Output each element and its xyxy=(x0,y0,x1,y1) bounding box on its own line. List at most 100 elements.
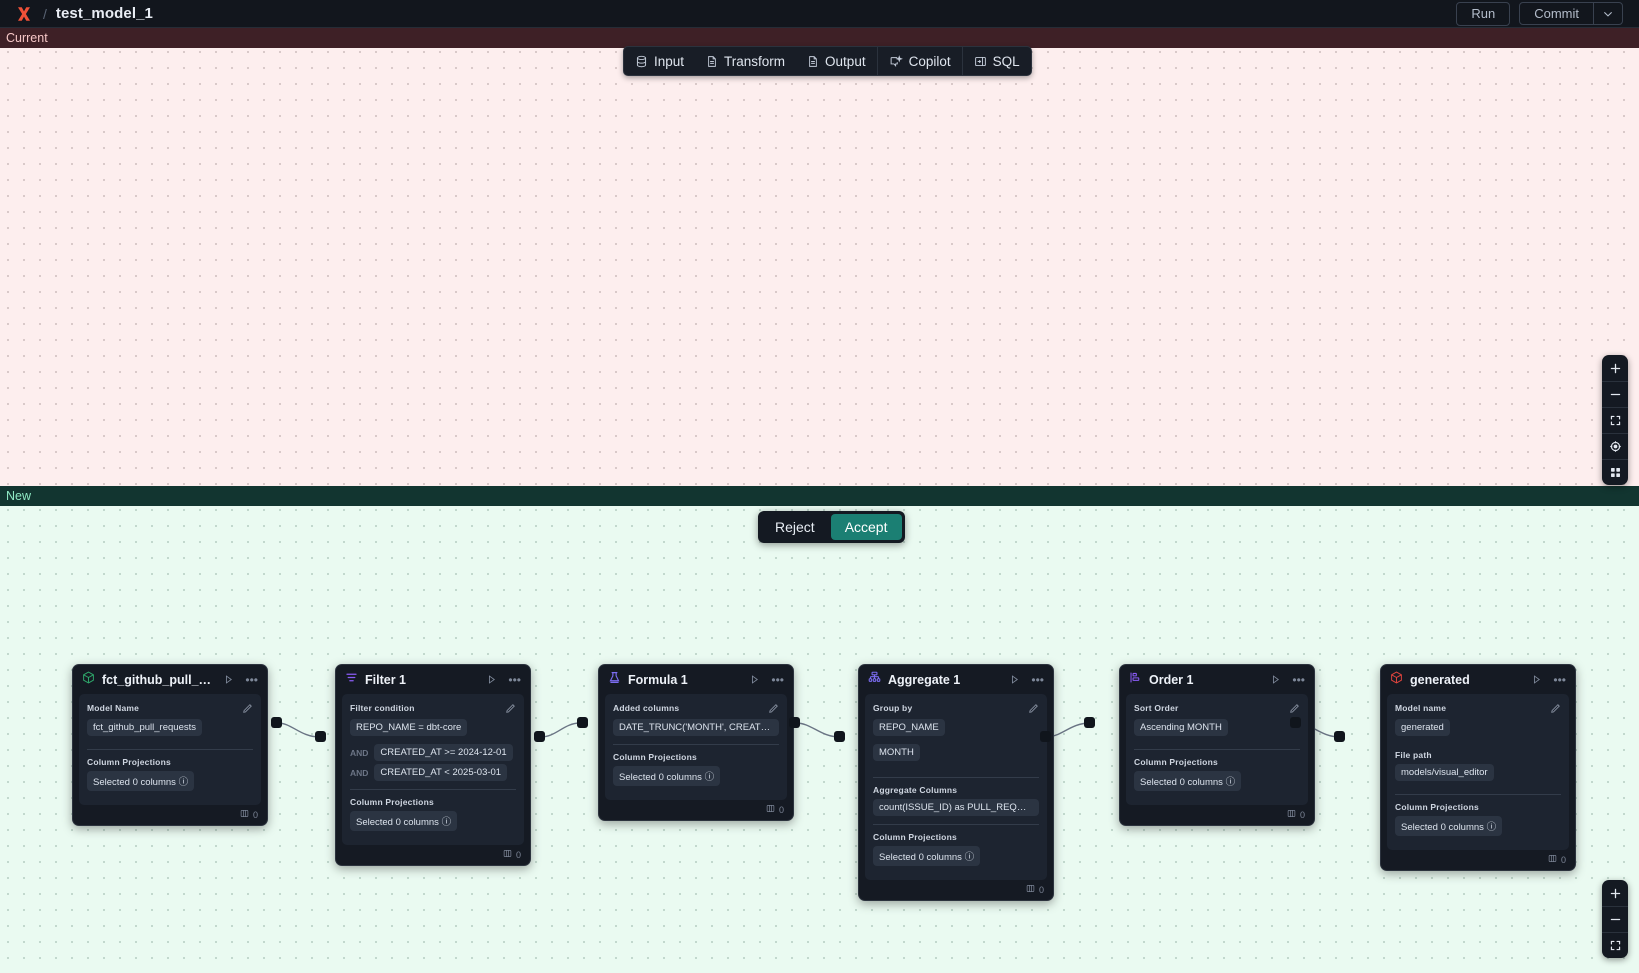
filter-condition-value[interactable]: CREATED_AT < 2025-03-01 xyxy=(374,764,508,781)
commit-split-button[interactable]: Commit xyxy=(1519,2,1623,25)
run-button[interactable]: Run xyxy=(1456,1,1511,26)
field-value: Selected 0 columns xyxy=(879,852,962,863)
zoom-out-button[interactable] xyxy=(1602,906,1628,932)
column-projections-value[interactable]: Selected 0 columns ⓘ xyxy=(350,811,458,831)
fit-to-screen-button[interactable] xyxy=(1602,407,1628,433)
more-horizontal-icon[interactable]: ••• xyxy=(1292,672,1305,687)
accept-button[interactable]: Accept xyxy=(830,514,902,540)
row-count: 0 xyxy=(1560,854,1566,865)
reject-button[interactable]: Reject xyxy=(775,519,815,535)
field-label: Column Projections xyxy=(87,757,171,767)
toolbar-item-sql[interactable]: SQL xyxy=(963,47,1031,75)
toolbar-item-output[interactable]: Output xyxy=(796,47,877,75)
more-horizontal-icon[interactable]: ••• xyxy=(771,672,784,687)
recenter-button[interactable] xyxy=(1602,433,1628,459)
node-card-formula-1[interactable]: Formula 1 ••• Added columns DATE_TRUNC('… xyxy=(598,664,794,821)
field-label: Column Projections xyxy=(350,797,434,807)
file-path-value[interactable]: models/visual_editor xyxy=(1395,764,1494,781)
model-name-value[interactable]: generated xyxy=(1395,719,1450,736)
field-value[interactable]: fct_github_pull_requests xyxy=(87,719,202,736)
info-icon[interactable]: ⓘ xyxy=(441,817,452,828)
breadcrumb-separator: / xyxy=(43,5,47,22)
new-canvas-pane[interactable]: New fct_github_pull_requests xyxy=(0,486,1639,973)
field-label: Model Name xyxy=(87,703,140,713)
node-card-order-1[interactable]: Order 1 ••• Sort Order Ascending MONTH C… xyxy=(1119,664,1315,826)
pencil-icon[interactable] xyxy=(242,701,253,719)
node-card-generated[interactable]: generated ••• Model name generated File … xyxy=(1380,664,1576,871)
node-port[interactable] xyxy=(271,717,282,728)
node-port[interactable] xyxy=(577,717,588,728)
more-horizontal-icon[interactable]: ••• xyxy=(1553,672,1566,687)
database-icon xyxy=(635,55,648,68)
row-count: 0 xyxy=(1299,809,1305,820)
info-icon[interactable]: ⓘ xyxy=(964,852,975,863)
fit-to-screen-button[interactable] xyxy=(1602,932,1628,958)
column-projections-value[interactable]: Selected 0 columns ⓘ xyxy=(873,846,981,866)
pencil-icon[interactable] xyxy=(768,701,779,719)
filter-condition-value[interactable]: CREATED_AT >= 2024-12-01 xyxy=(374,744,513,761)
toggle-grid-button[interactable] xyxy=(1602,459,1628,485)
node-port[interactable] xyxy=(1084,717,1095,728)
more-horizontal-icon[interactable]: ••• xyxy=(508,672,521,687)
more-horizontal-icon[interactable]: ••• xyxy=(1031,672,1044,687)
pencil-icon[interactable] xyxy=(505,701,516,719)
info-icon[interactable]: ⓘ xyxy=(1486,822,1497,833)
sql-panel-icon xyxy=(974,55,987,68)
more-horizontal-icon[interactable]: ••• xyxy=(245,672,258,687)
node-port[interactable] xyxy=(1290,717,1301,728)
node-header: Formula 1 ••• xyxy=(599,665,793,694)
play-icon[interactable] xyxy=(1007,674,1022,685)
play-icon[interactable] xyxy=(221,674,236,685)
node-body: Sort Order Ascending MONTH Column Projec… xyxy=(1126,694,1308,805)
pencil-icon[interactable] xyxy=(1550,701,1561,719)
filter-condition-value[interactable]: REPO_NAME = dbt-core xyxy=(350,719,468,736)
node-port[interactable] xyxy=(789,717,800,728)
group-by-value[interactable]: REPO_NAME xyxy=(873,719,945,736)
field-label: Filter condition xyxy=(350,703,415,713)
column-projections-value[interactable]: Selected 0 columns ⓘ xyxy=(1395,816,1503,836)
play-icon[interactable] xyxy=(747,674,762,685)
info-icon[interactable]: ⓘ xyxy=(704,772,715,783)
node-title: generated xyxy=(1410,672,1470,687)
node-card-fct-github-pull-requests[interactable]: fct_github_pull_requests ••• Model Name … xyxy=(72,664,268,826)
node-port[interactable] xyxy=(1334,731,1345,742)
sort-order-value[interactable]: Ascending MONTH xyxy=(1134,719,1228,736)
node-card-filter-1[interactable]: Filter 1 ••• Filter condition REPO_NAME … xyxy=(335,664,531,866)
node-port[interactable] xyxy=(534,731,545,742)
node-card-aggregate-1[interactable]: Aggregate 1 ••• Group by REPO_NAME MONTH… xyxy=(858,664,1054,901)
play-icon[interactable] xyxy=(1529,674,1544,685)
toolbar-divider xyxy=(876,47,878,75)
zoom-in-button[interactable] xyxy=(1602,355,1628,381)
field-label: Model name xyxy=(1395,703,1447,713)
brand-x-logo-icon[interactable] xyxy=(14,4,34,24)
zoom-out-button[interactable] xyxy=(1602,381,1628,407)
toolbar-item-input[interactable]: Input xyxy=(624,47,695,75)
group-by-value[interactable]: MONTH xyxy=(873,744,920,761)
node-header: fct_github_pull_requests ••• xyxy=(73,665,267,694)
play-icon[interactable] xyxy=(1268,674,1283,685)
node-port[interactable] xyxy=(1040,731,1051,742)
toolbar-item-transform[interactable]: Transform xyxy=(695,47,796,75)
node-port[interactable] xyxy=(834,731,845,742)
field-value[interactable]: DATE_TRUNC('MONTH', CREATED_AT... xyxy=(613,719,779,736)
zoom-in-button[interactable] xyxy=(1602,880,1628,906)
play-icon[interactable] xyxy=(484,674,499,685)
node-port[interactable] xyxy=(315,731,326,742)
chevron-down-icon[interactable] xyxy=(1594,3,1622,24)
columns-icon xyxy=(1287,809,1296,820)
column-projections-value[interactable]: Selected 0 columns ⓘ xyxy=(1134,771,1242,791)
pencil-icon[interactable] xyxy=(1289,701,1300,719)
toolbar-item-copilot[interactable]: Copilot xyxy=(878,47,962,75)
toolbar-divider xyxy=(961,47,963,75)
column-projections-value[interactable]: Selected 0 columns ⓘ xyxy=(87,771,195,791)
column-projections-value[interactable]: Selected 0 columns ⓘ xyxy=(613,766,721,786)
info-icon[interactable]: ⓘ xyxy=(178,777,189,788)
pencil-icon[interactable] xyxy=(1028,701,1039,719)
field-divider xyxy=(873,777,1039,778)
current-canvas-pane[interactable]: Current xyxy=(0,28,1639,486)
field-value: Selected 0 columns xyxy=(356,817,439,828)
aggregate-column-value[interactable]: count(ISSUE_ID) as PULL_REQUEST_... xyxy=(873,799,1039,816)
commit-button[interactable]: Commit xyxy=(1520,3,1594,24)
info-icon[interactable]: ⓘ xyxy=(1225,777,1236,788)
columns-icon xyxy=(240,809,249,820)
